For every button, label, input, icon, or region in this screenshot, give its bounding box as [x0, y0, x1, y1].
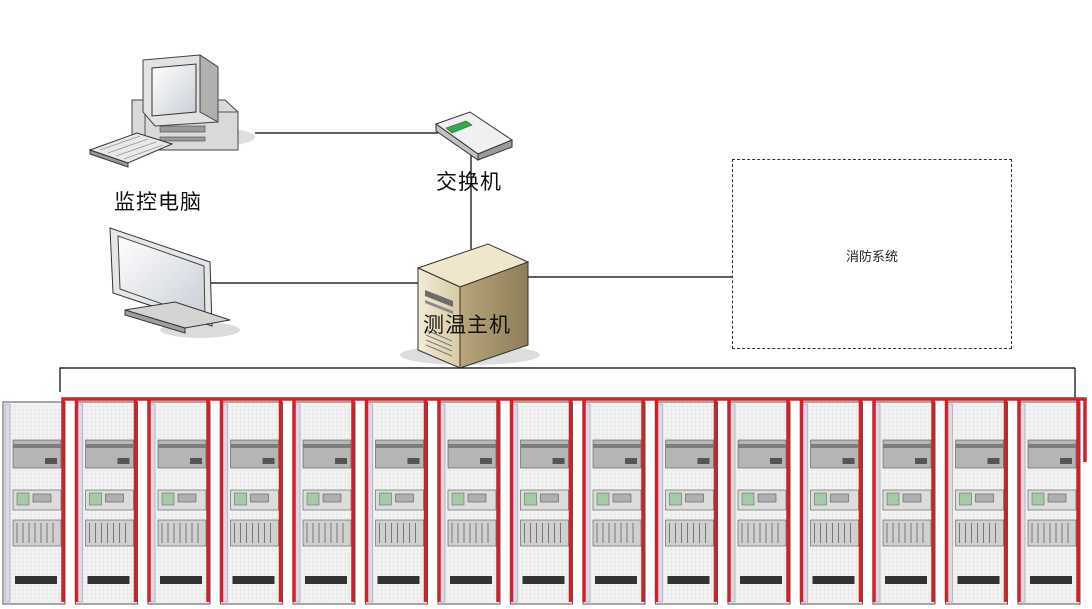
fire-system-label: 消防系统 — [845, 250, 898, 265]
cabinet-row — [2, 401, 1081, 605]
fire-system-box: 消防系统 — [732, 159, 1012, 349]
equipment-cabinet-icon — [655, 401, 718, 605]
equipment-cabinet-icon — [365, 401, 428, 605]
equipment-cabinet-icon — [1017, 401, 1081, 605]
equipment-cabinet-icon — [945, 401, 1008, 605]
server-tower-icon — [400, 243, 540, 369]
desktop-computer-icon — [88, 54, 255, 168]
equipment-cabinet-icon — [2, 401, 66, 605]
equipment-cabinet-icon — [727, 401, 791, 605]
host-label: 测温主机 — [423, 313, 511, 337]
connection-lines — [59, 132, 1076, 400]
equipment-cabinet-icon — [75, 401, 138, 605]
monitor-pc-label: 监控电脑 — [114, 190, 202, 214]
equipment-cabinet-icon — [582, 401, 646, 605]
fiber-line — [61, 397, 1087, 602]
equipment-cabinet-icon — [800, 401, 863, 605]
equipment-cabinet-icon — [437, 401, 501, 605]
equipment-cabinet-icon — [872, 401, 936, 605]
equipment-cabinet-icon — [292, 401, 356, 605]
host-to-cabinets-bus — [59, 367, 1075, 392]
equipment-cabinet-icon — [510, 401, 573, 605]
network-switch-icon — [434, 111, 514, 161]
temperature-fiber — [61, 397, 1087, 602]
equipment-cabinet-icon — [147, 401, 211, 605]
monitor-display-icon — [109, 227, 240, 338]
switch-label: 交换机 — [436, 170, 502, 194]
equipment-cabinet-icon — [220, 401, 283, 605]
